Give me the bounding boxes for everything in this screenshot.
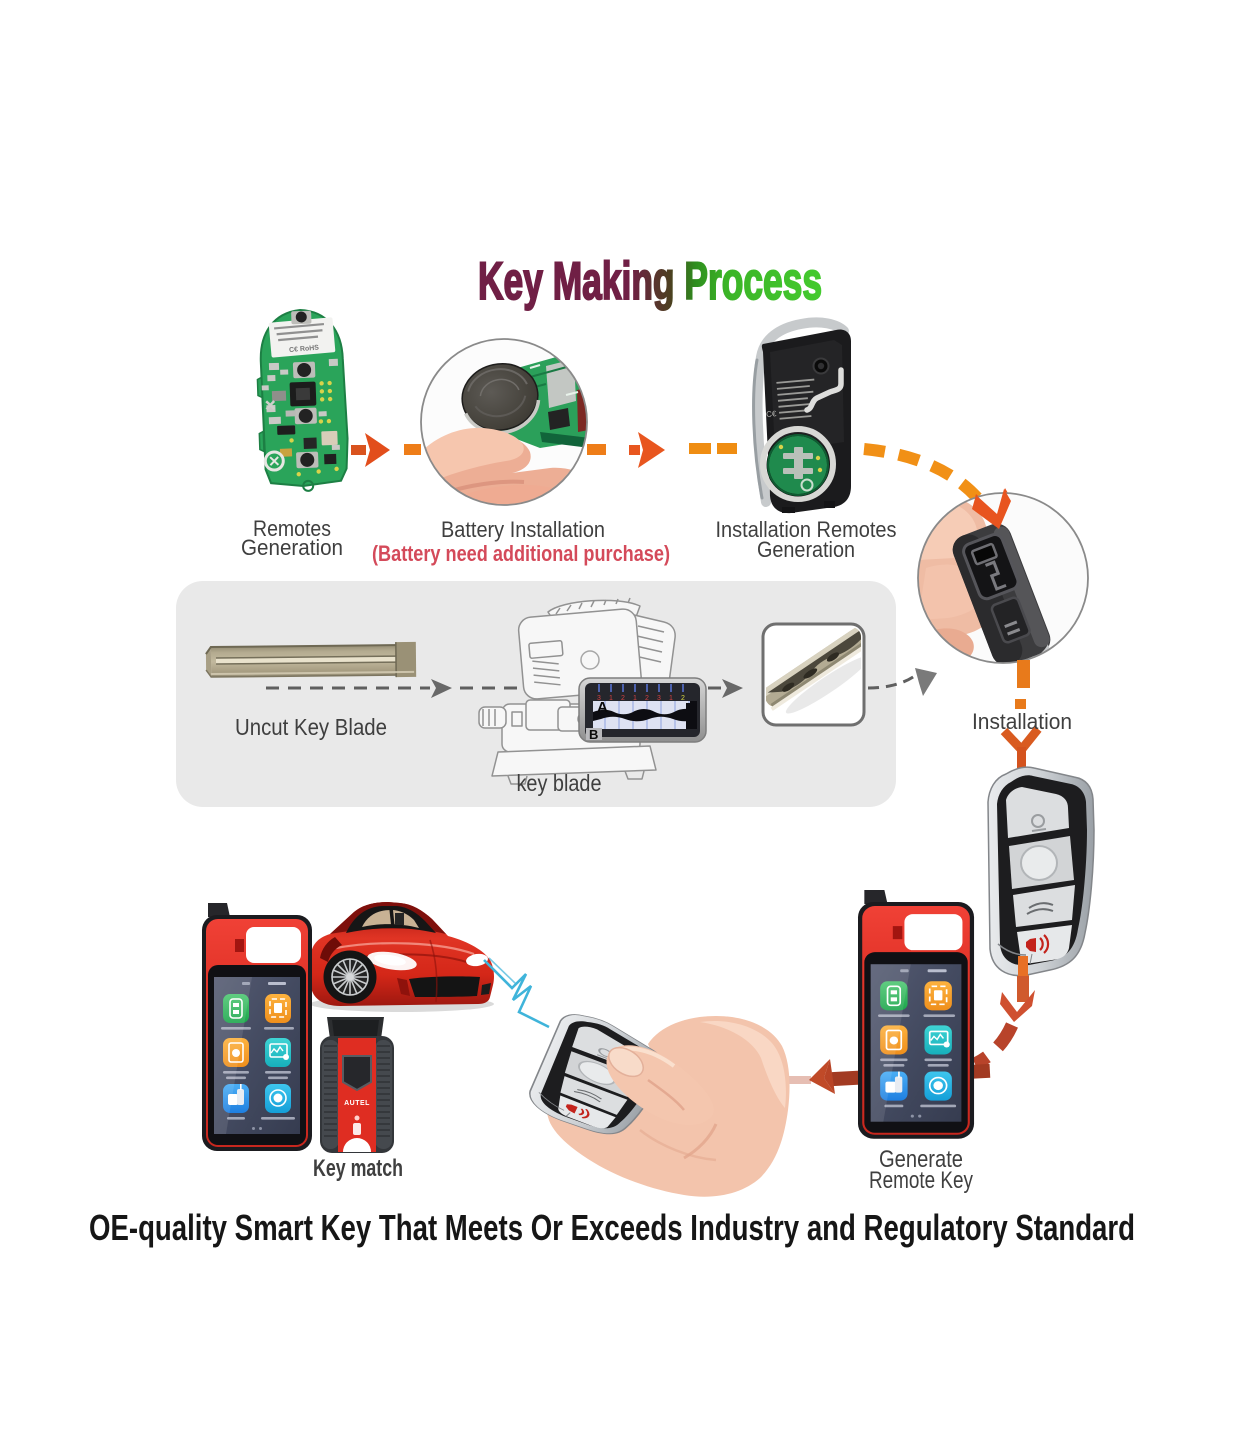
svg-text:Key match: Key match xyxy=(313,1155,403,1182)
svg-text:Generation: Generation xyxy=(241,535,343,560)
svg-text:C€ RoHS: C€ RoHS xyxy=(289,344,320,354)
svg-text:Uncut Key Blade: Uncut Key Blade xyxy=(235,714,387,740)
svg-text:C€: C€ xyxy=(766,409,778,419)
svg-text:Battery Installation: Battery Installation xyxy=(441,517,605,542)
svg-text:Installation Remotes: Installation Remotes xyxy=(716,517,897,542)
svg-text:3: 3 xyxy=(657,695,661,702)
svg-text:Generation: Generation xyxy=(757,537,855,562)
svg-text:Installation: Installation xyxy=(972,709,1072,734)
svg-text:2: 2 xyxy=(621,695,625,702)
svg-text:Generate: Generate xyxy=(879,1146,963,1173)
svg-text:A: A xyxy=(597,699,608,716)
svg-text:1: 1 xyxy=(609,695,613,702)
svg-text:OE-quality Smart Key That Meet: OE-quality Smart Key That Meets Or Excee… xyxy=(89,1207,1135,1248)
svg-text:2: 2 xyxy=(645,695,649,702)
svg-text:3: 3 xyxy=(597,695,601,702)
svg-text:B: B xyxy=(589,727,598,742)
svg-text:2: 2 xyxy=(681,695,685,702)
svg-text:(Battery need additional purch: (Battery need additional purchase) xyxy=(372,541,670,566)
svg-text:AUTEL: AUTEL xyxy=(344,1100,370,1107)
svg-text:Remote Key: Remote Key xyxy=(869,1167,973,1194)
svg-text:1: 1 xyxy=(669,695,673,702)
svg-text:key blade: key blade xyxy=(517,770,602,796)
svg-text:1: 1 xyxy=(633,695,637,702)
svg-text:Remotes: Remotes xyxy=(253,516,331,541)
svg-text:Key Making Process: Key Making Process xyxy=(478,252,822,311)
